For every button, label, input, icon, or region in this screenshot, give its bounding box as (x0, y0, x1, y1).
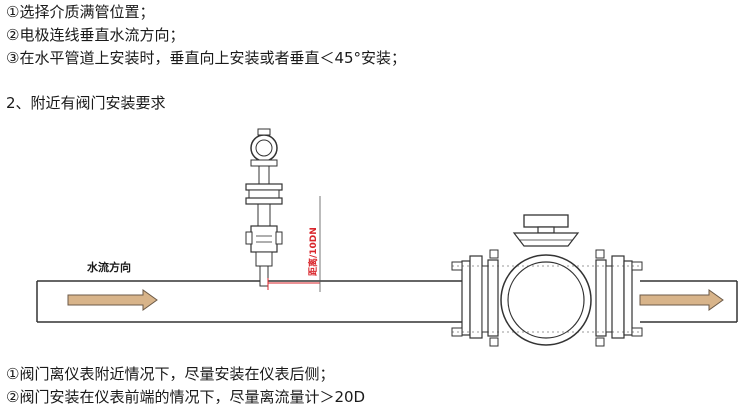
distance-label: 距离/10DN (307, 227, 319, 276)
installation-diagram: 水流方向 距离/10DN (36, 128, 738, 347)
flowmeter (245, 128, 283, 287)
section-title: 2、附近有阀门安装要求 (6, 94, 166, 112)
flow-arrow-left (67, 289, 158, 311)
requirement-line-1: ①选择介质满管位置； (6, 3, 155, 21)
note-line-1: ①阀门离仪表附近情况下，尽量安装在仪表后侧； (6, 365, 335, 383)
pipe-right (640, 280, 738, 323)
requirement-line-2: ②电极连线垂直水流方向； (6, 26, 185, 44)
valve (451, 214, 643, 347)
requirement-line-3: ③在水平管道上安装时，垂直向上安装或者垂直＜45°安装； (6, 49, 407, 67)
pipe-left (36, 280, 462, 323)
distance-dimension (267, 196, 321, 292)
note-line-2: ②阀门安装在仪表前端的情况下，尽量离流量计＞20D (6, 388, 366, 406)
flow-arrow-right (639, 289, 724, 311)
flow-direction-label: 水流方向 (87, 260, 131, 274)
